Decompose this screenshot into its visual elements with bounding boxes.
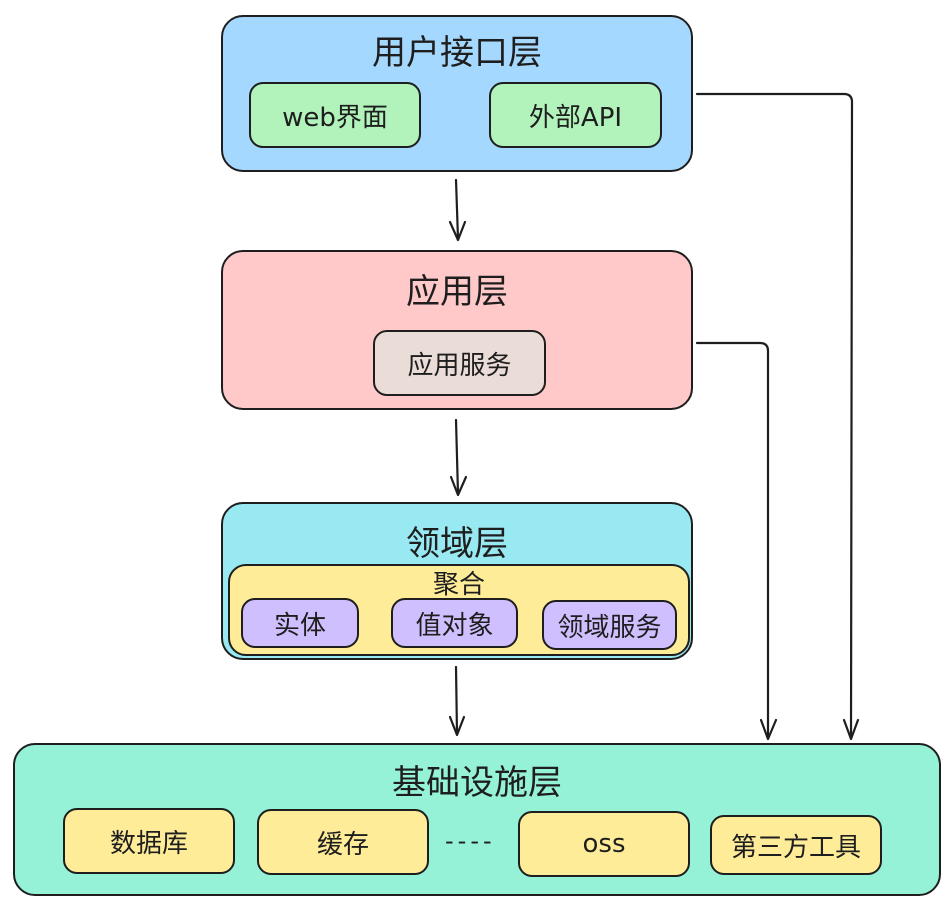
application-layer: 应用层 应用服务 (221, 250, 693, 410)
application-service-label: 应用服务 (407, 350, 512, 381)
arrow-app-to-infra (695, 341, 778, 741)
oss-label: oss (582, 829, 626, 859)
user-interface-layer: 用户接口层 web界面 外部API (221, 15, 693, 172)
aggregate-box: 聚合 实体 值对象 领域服务 (228, 564, 690, 656)
external-api-label: 外部API (528, 102, 623, 133)
arrow-domain-to-infra-line (454, 665, 459, 736)
domain-layer: 领域层 聚合 实体 值对象 领域服务 (221, 502, 693, 660)
value-object-label: 值对象 (415, 610, 494, 641)
third-party-tools-label: 第三方工具 (730, 832, 861, 863)
web-ui-label: web界面 (282, 102, 388, 133)
arrow-domain-to-infra-head (448, 715, 466, 737)
arrow-user-to-infra-line (695, 92, 854, 740)
database-label: 数据库 (109, 828, 188, 859)
application-service-box: 应用服务 (373, 330, 546, 396)
arrow-user-to-infra-head (842, 718, 860, 741)
domain-service-label: 领域服务 (557, 612, 662, 643)
entity-box: 实体 (241, 598, 359, 648)
infrastructure-layer-title: 基础设施层 (392, 763, 562, 803)
domain-layer-title: 领域层 (406, 524, 508, 564)
value-object-box: 值对象 (391, 598, 518, 648)
database-box: 数据库 (63, 808, 235, 874)
arrow-user-to-infra (695, 92, 860, 741)
arrow-domain-to-infra (448, 665, 466, 737)
cache-box: 缓存 (257, 809, 429, 875)
arrow-app-to-infra-line (695, 341, 770, 740)
arrow-app-to-domain (449, 418, 468, 497)
entity-label: 实体 (273, 610, 326, 641)
domain-service-box: 领域服务 (542, 600, 677, 650)
ellipsis-dashes: ---- (445, 827, 496, 855)
arrow-app-to-domain-line (454, 418, 460, 496)
infrastructure-layer: 基础设施层 数据库 缓存 ---- oss 第三方工具 (13, 743, 941, 896)
user-interface-layer-title: 用户接口层 (372, 33, 542, 73)
aggregate-title: 聚合 (432, 570, 485, 600)
application-layer-title: 应用层 (406, 272, 508, 312)
oss-box: oss (518, 811, 690, 877)
third-party-tools-box: 第三方工具 (710, 815, 882, 875)
arrow-app-to-infra-head (759, 718, 778, 741)
external-api-box: 外部API (489, 82, 662, 148)
web-ui-box: web界面 (249, 82, 421, 148)
arrow-user-to-app (448, 178, 467, 242)
arrow-user-to-app-head (448, 220, 467, 242)
cache-label: 缓存 (316, 829, 369, 860)
arrow-app-to-domain-head (449, 475, 468, 497)
arrow-user-to-app-line (454, 178, 460, 241)
